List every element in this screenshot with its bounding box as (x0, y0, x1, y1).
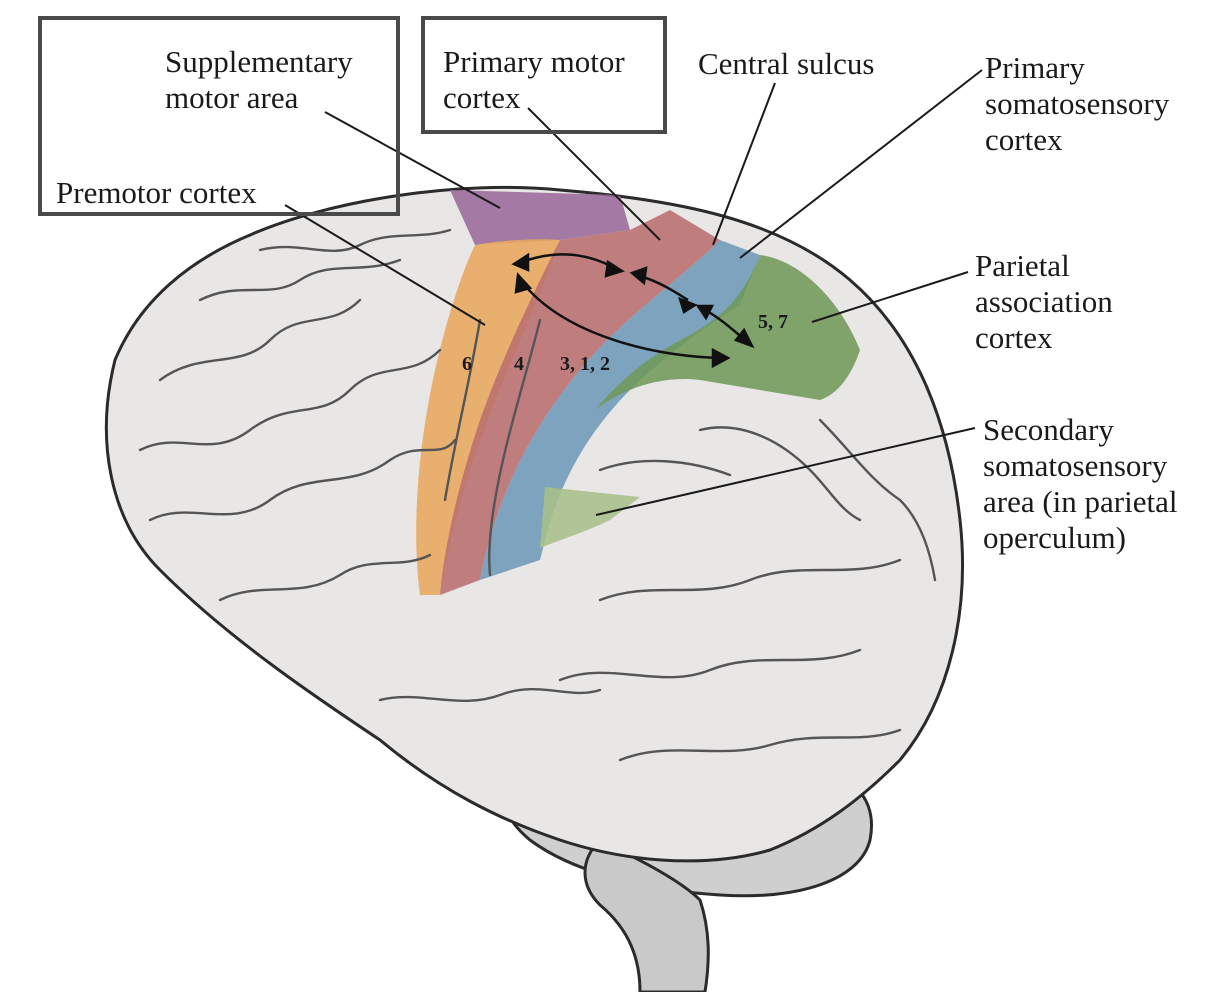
label-central-sulcus: Central sulcus (698, 46, 875, 81)
sulcus-line (158, 298, 362, 382)
label-parietal-association-cortex: Parietal association cortex (975, 248, 1113, 355)
area-4-label: 4 (514, 353, 524, 375)
arrowhead (511, 252, 530, 272)
primary-motor-region (440, 210, 720, 595)
sulcus-line (218, 553, 432, 602)
area-5-7-label: 5, 7 (758, 311, 788, 333)
sulcus-line (818, 418, 937, 582)
area-6-label: 6 (462, 353, 472, 375)
arrowhead (629, 266, 648, 286)
arrow-premotor-pa (521, 281, 719, 360)
sulcus-line (378, 688, 602, 702)
leader-secondary (595, 427, 976, 516)
brainstem (583, 838, 710, 992)
supplementary-motor-region (450, 190, 630, 245)
secondary-somatosensory-region (540, 487, 640, 548)
sulcus-line (558, 648, 862, 682)
leader-lines (284, 69, 983, 516)
leader-parietal (811, 271, 969, 323)
label-premotor-cortex: Premotor cortex (56, 175, 257, 210)
primary-motor-box (421, 16, 667, 134)
leader-primary-somatosensory (739, 69, 983, 259)
sulcus-line (598, 459, 732, 477)
sulcus-line (598, 558, 902, 602)
sulcus-line (443, 318, 482, 502)
sulcus-line (258, 228, 452, 252)
sulcus-line (148, 438, 457, 522)
connection-arrows (511, 252, 755, 369)
sulcus-line (618, 728, 902, 762)
sulcus-line (488, 318, 542, 577)
motor-areas-box (38, 16, 400, 216)
leader-supplementary (324, 111, 501, 209)
arrowhead (711, 347, 731, 369)
arrowhead (604, 259, 625, 278)
label-primary-somatosensory-cortex: Primary somatosensory cortex (985, 50, 1170, 157)
label-secondary-somatosensory-area: Secondary somatosensory area (in parieta… (983, 412, 1178, 555)
arrowhead (514, 272, 533, 294)
arrowhead (733, 327, 755, 349)
arrowhead (695, 304, 715, 321)
area-3-1-2-label: 3, 1, 2 (560, 353, 610, 375)
leader-premotor (284, 204, 486, 326)
sulcus-line (138, 348, 442, 452)
label-supplementary-motor-area: Supplementary motor area (165, 44, 353, 115)
sulcus-line (198, 258, 402, 302)
leader-central-sulcus (712, 82, 776, 246)
parietal-association-region (595, 255, 860, 410)
arrowhead (678, 296, 698, 314)
label-primary-motor-cortex: Primary motor cortex (443, 44, 625, 115)
